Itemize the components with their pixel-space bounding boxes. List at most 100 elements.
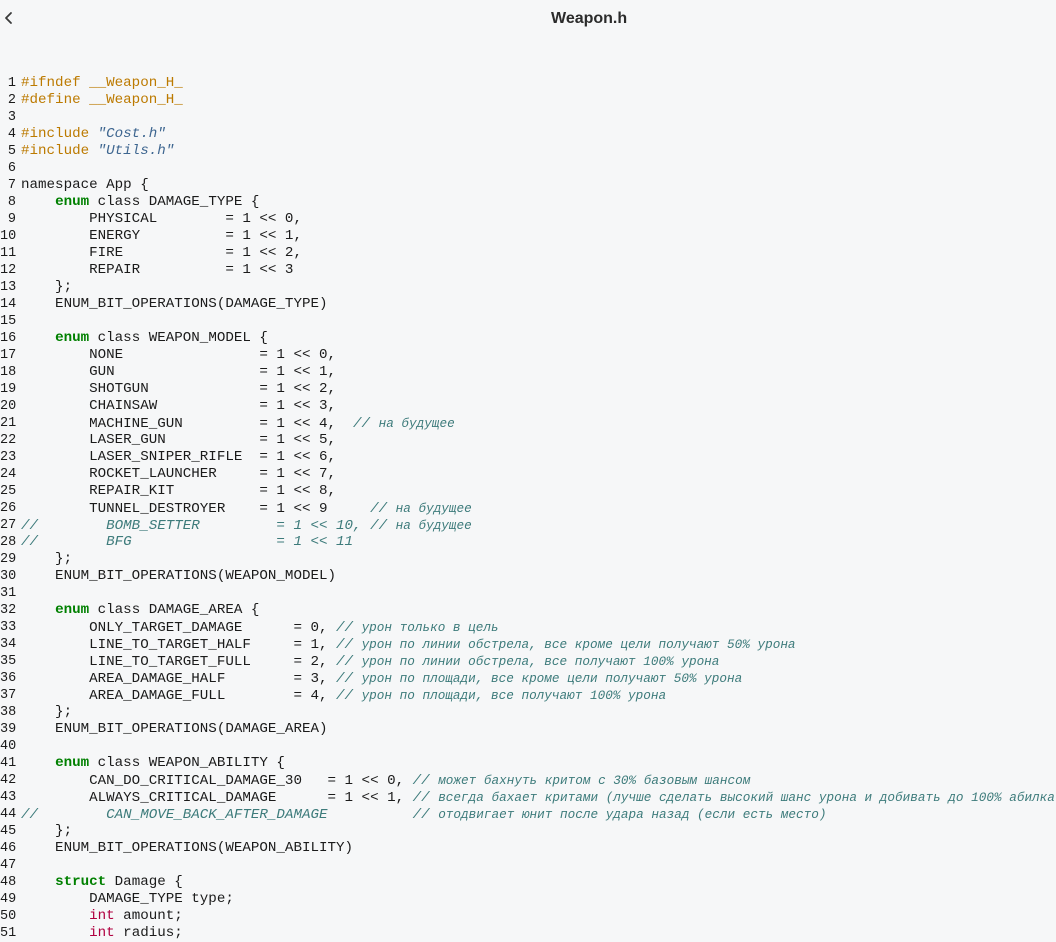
code-text xyxy=(21,908,89,924)
code-text: GUN = 1 << 1, xyxy=(21,364,337,380)
code-text: class DAMAGE_AREA { xyxy=(89,602,260,618)
code-text: }; xyxy=(21,279,73,295)
comment-token: // CAN_MOVE_BACK_AFTER_DAMAGE // xyxy=(21,807,439,823)
code-text: ONLY_TARGET_DAMAGE = 0, xyxy=(21,620,337,636)
line-source: DAMAGE_TYPE type; xyxy=(21,891,234,908)
code-line: 42 CAN_DO_CRITICAL_DAMAGE_30 = 1 << 0, /… xyxy=(0,772,1056,789)
line-number: 12 xyxy=(0,263,17,278)
line-number: 22 xyxy=(0,433,17,448)
line-number: 36 xyxy=(0,671,17,686)
line-source: LINE_TO_TARGET_HALF = 1, // урон по лини… xyxy=(21,636,795,653)
code-text: LASER_SNIPER_RIFLE = 1 << 6, xyxy=(21,449,337,465)
code-line: 23 LASER_SNIPER_RIFLE = 1 << 6, xyxy=(0,449,1056,466)
code-text: ENERGY = 1 << 1, xyxy=(21,228,302,244)
line-source: CHAINSAW = 1 << 3, xyxy=(21,398,336,415)
comment-token: // xyxy=(370,501,396,517)
code-text: LINE_TO_TARGET_FULL = 2, xyxy=(21,654,337,670)
line-number: 18 xyxy=(0,365,17,380)
code-view[interactable]: 1#ifndef __Weapon_H_2#define __Weapon_H_… xyxy=(0,75,1056,941)
preprocessor-token: #define __Weapon_H_ xyxy=(21,92,183,108)
line-source: enum class DAMAGE_TYPE { xyxy=(21,194,259,211)
comment-token: // xyxy=(336,671,362,687)
code-line: 32 enum class DAMAGE_AREA { xyxy=(0,602,1056,619)
code-line: 27// BOMB_SETTER = 1 << 10, // на будуще… xyxy=(0,517,1056,534)
line-source: LASER_SNIPER_RIFLE = 1 << 6, xyxy=(21,449,336,466)
code-line: 36 AREA_DAMAGE_HALF = 3, // урон по площ… xyxy=(0,670,1056,687)
line-number: 38 xyxy=(0,705,17,720)
line-number: 33 xyxy=(0,620,17,635)
line-number: 3 xyxy=(7,110,16,125)
keyword-token: struct xyxy=(55,874,107,890)
line-number: 8 xyxy=(7,195,16,210)
code-text: class WEAPON_ABILITY { xyxy=(89,755,285,771)
comment-token: // xyxy=(412,773,439,789)
keyword-token: enum xyxy=(55,330,90,346)
line-source: FIRE = 1 << 2, xyxy=(21,245,302,262)
comment-token: урон по площади, все кроме цели получают… xyxy=(361,671,743,686)
line-number: 48 xyxy=(0,875,17,890)
code-line: 49 DAMAGE_TYPE type; xyxy=(0,891,1056,908)
comment-token: // xyxy=(336,620,362,636)
code-text: AREA_DAMAGE_HALF = 3, xyxy=(21,671,337,687)
line-number: 45 xyxy=(0,824,17,839)
code-text: MACHINE_GUN = 1 << 4, xyxy=(21,416,354,432)
type-keyword-token: int xyxy=(89,908,115,924)
line-number: 37 xyxy=(0,688,17,703)
line-number: 21 xyxy=(0,416,17,431)
line-source: int radius; xyxy=(21,925,183,942)
code-text: }; xyxy=(21,704,73,720)
line-number: 10 xyxy=(0,229,17,244)
code-line: 37 AREA_DAMAGE_FULL = 4, // урон по площ… xyxy=(0,687,1056,704)
code-line: 50 int amount; xyxy=(0,908,1056,925)
line-number: 40 xyxy=(0,739,17,754)
line-number: 34 xyxy=(0,637,17,652)
comment-token: всегда бахает критами (лучше сделать выс… xyxy=(438,790,1055,805)
line-number: 35 xyxy=(0,654,17,669)
line-source: // CAN_MOVE_BACK_AFTER_DAMAGE // отодвиг… xyxy=(21,806,827,823)
line-source: ENUM_BIT_OPERATIONS(DAMAGE_AREA) xyxy=(21,721,327,738)
line-source: LINE_TO_TARGET_FULL = 2, // урон по лини… xyxy=(21,653,719,670)
line-source: PHYSICAL = 1 << 0, xyxy=(21,211,302,228)
code-line: 26 TUNNEL_DESTROYER = 1 << 9 // на будущ… xyxy=(0,500,1056,517)
code-line: 3 xyxy=(0,109,1056,126)
code-line: 25 REPAIR_KIT = 1 << 8, xyxy=(0,483,1056,500)
code-line: 1#ifndef __Weapon_H_ xyxy=(0,75,1056,92)
comment-token: на будущее xyxy=(395,501,472,516)
line-source: // BFG = 1 << 11 xyxy=(21,534,353,551)
code-line: 29 }; xyxy=(0,551,1056,568)
comment-token: // xyxy=(353,416,379,432)
line-number: 32 xyxy=(0,603,17,618)
line-number: 30 xyxy=(0,569,17,584)
line-source: #include "Utils.h" xyxy=(21,143,174,160)
code-line: 13 }; xyxy=(0,279,1056,296)
code-text: LASER_GUN = 1 << 5, xyxy=(21,432,337,448)
chevron-left-icon xyxy=(5,12,12,24)
code-text: ROCKET_LAUNCHER = 1 << 7, xyxy=(21,466,337,482)
line-number: 6 xyxy=(7,161,16,176)
line-source: ENERGY = 1 << 1, xyxy=(21,228,302,245)
code-line: 4#include "Cost.h" xyxy=(0,126,1056,143)
line-source: ONLY_TARGET_DAMAGE = 0, // урон только в… xyxy=(21,619,499,636)
code-line: 45 }; xyxy=(0,823,1056,840)
line-source: AREA_DAMAGE_HALF = 3, // урон по площади… xyxy=(21,670,742,687)
preprocessor-token: #include xyxy=(21,143,98,159)
line-source: namespace App { xyxy=(21,177,149,194)
code-text: AREA_DAMAGE_FULL = 4, xyxy=(21,688,337,704)
line-source: enum class WEAPON_ABILITY { xyxy=(21,755,285,772)
line-source: }; xyxy=(21,551,72,568)
line-source: ENUM_BIT_OPERATIONS(DAMAGE_TYPE) xyxy=(21,296,327,313)
line-source: }; xyxy=(21,823,72,840)
code-text: REPAIR = 1 << 3 xyxy=(21,262,294,278)
code-line: 34 LINE_TO_TARGET_HALF = 1, // урон по л… xyxy=(0,636,1056,653)
keyword-token: enum xyxy=(55,755,90,771)
line-number: 4 xyxy=(7,127,16,142)
line-source: struct Damage { xyxy=(21,874,183,891)
line-source: GUN = 1 << 1, xyxy=(21,364,336,381)
line-number: 17 xyxy=(0,348,17,363)
line-source: ENUM_BIT_OPERATIONS(WEAPON_ABILITY) xyxy=(21,840,353,857)
back-button[interactable] xyxy=(0,6,20,30)
comment-token: // xyxy=(336,688,362,704)
code-text xyxy=(21,330,55,346)
code-line: 16 enum class WEAPON_MODEL { xyxy=(0,330,1056,347)
